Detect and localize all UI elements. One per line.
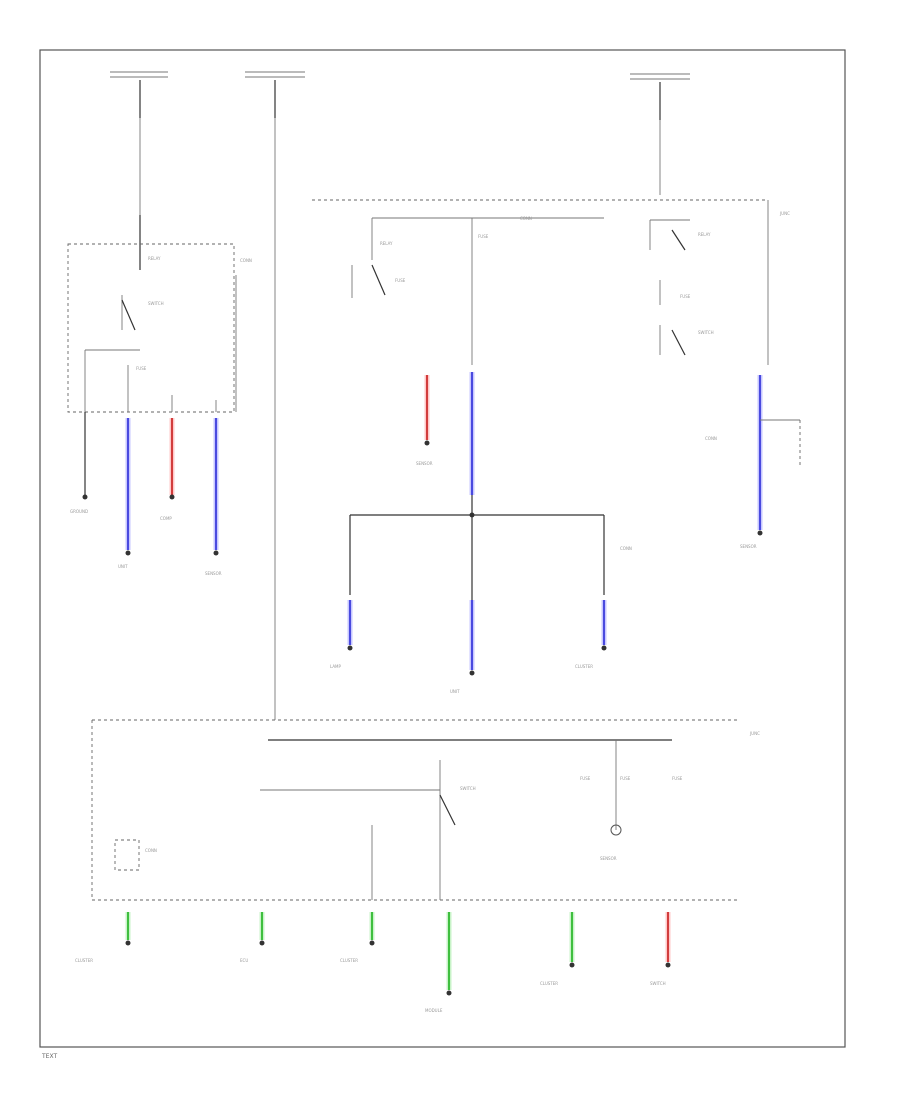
svg-text:GROUND: GROUND <box>70 509 88 514</box>
svg-text:SENSOR: SENSOR <box>740 544 757 549</box>
bottom-junction-box: CONN SWITCH FUSE FUSE FUSE SENSOR JUNC <box>91 715 760 901</box>
svg-text:FUSE: FUSE <box>672 776 683 781</box>
svg-text:UNIT: UNIT <box>450 689 460 694</box>
right-far-wire: CONN SENSOR <box>705 375 801 549</box>
svg-text:SWITCH: SWITCH <box>148 301 164 306</box>
svg-text:CONN: CONN <box>520 216 532 221</box>
footer-code: TEXT <box>41 1053 57 1060</box>
svg-text:RELAY: RELAY <box>380 241 393 246</box>
svg-text:SWITCH: SWITCH <box>698 330 714 335</box>
svg-text:RELAY: RELAY <box>148 256 161 261</box>
svg-text:CLUSTER: CLUSTER <box>75 958 93 963</box>
svg-text:UNIT: UNIT <box>118 564 128 569</box>
svg-text:SENSOR: SENSOR <box>416 461 433 466</box>
svg-text:ECU: ECU <box>240 958 248 963</box>
left-relay-box: RELAY SWITCH FUSE CONN <box>67 243 252 413</box>
svg-text:COMP: COMP <box>160 516 172 521</box>
left-fuse-feed-2 <box>245 71 305 715</box>
svg-text:CLUSTER: CLUSTER <box>340 958 358 963</box>
bottom-output-wires: CLUSTER ECU CLUSTER MODULE CLUSTER SWITC… <box>75 912 671 1013</box>
right-relay-box: RELAY FUSE CONN FUSE RELAY FUSE SWITCH J… <box>312 199 790 365</box>
svg-text:CLUSTER: CLUSTER <box>575 664 593 669</box>
center-branch: CONN LAMP UNIT CLUSTER <box>330 512 632 694</box>
svg-text:MODULE: MODULE <box>425 1008 443 1013</box>
right-upper-wires: SENSOR <box>416 372 475 515</box>
svg-text:FUSE: FUSE <box>395 278 406 283</box>
left-fuse-feed-1 <box>110 71 168 245</box>
svg-text:FUSE: FUSE <box>478 234 489 239</box>
svg-text:CONN: CONN <box>145 848 157 853</box>
svg-text:RELAY: RELAY <box>698 232 711 237</box>
diagram-frame <box>39 49 846 1048</box>
svg-text:JUNC: JUNC <box>749 731 760 736</box>
svg-text:JUNC: JUNC <box>779 211 790 216</box>
svg-text:CONN: CONN <box>620 546 632 551</box>
svg-text:FUSE: FUSE <box>680 294 691 299</box>
svg-text:FUSE: FUSE <box>580 776 591 781</box>
svg-text:FUSE: FUSE <box>136 366 147 371</box>
svg-text:CLUSTER: CLUSTER <box>540 981 558 986</box>
left-output-wires: GROUND COMP UNIT SENSOR <box>70 412 222 576</box>
svg-text:LAMP: LAMP <box>330 664 342 669</box>
svg-text:CONN: CONN <box>240 258 252 263</box>
svg-text:SENSOR: SENSOR <box>600 856 617 861</box>
svg-text:FUSE: FUSE <box>620 776 631 781</box>
svg-text:SENSOR: SENSOR <box>205 571 222 576</box>
right-fuse-feed <box>630 73 690 195</box>
svg-text:CONN: CONN <box>705 436 717 441</box>
svg-text:SWITCH: SWITCH <box>460 786 476 791</box>
svg-text:SWITCH: SWITCH <box>650 981 666 986</box>
